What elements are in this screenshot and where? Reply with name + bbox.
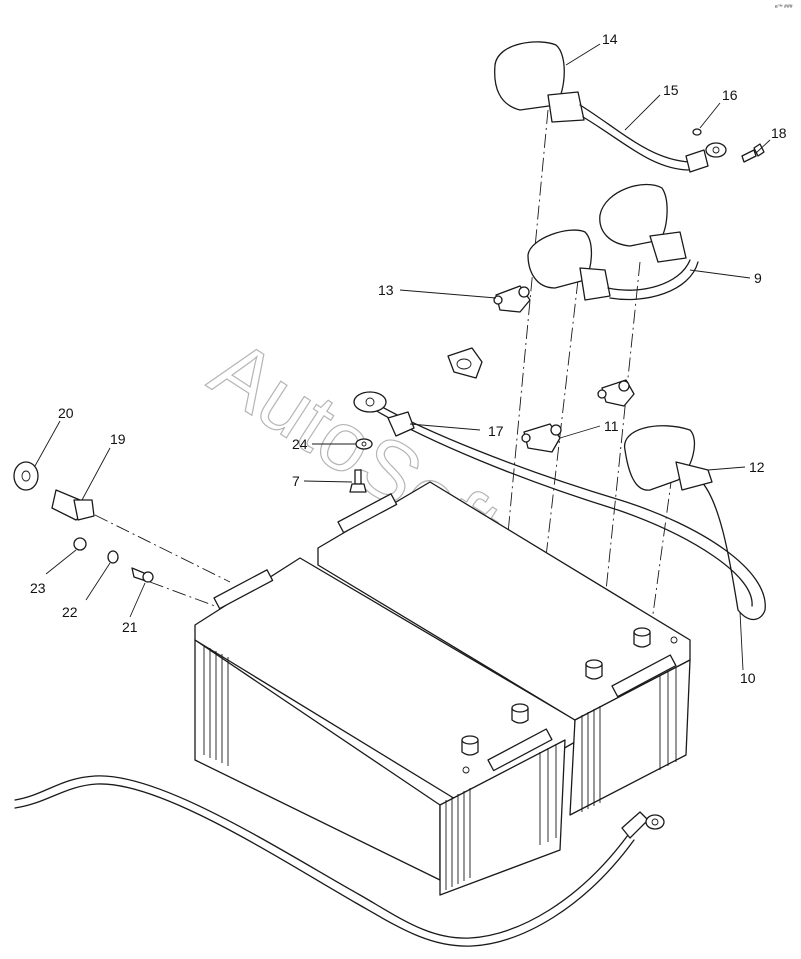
- cable-assembly-15: [494, 41, 765, 173]
- leader-lines: [34, 43, 771, 671]
- cable-assembly-9: [527, 183, 699, 301]
- terminal-clamp: [597, 379, 635, 407]
- callout-7: 7: [292, 473, 300, 489]
- bolt-19: [51, 489, 95, 521]
- callout-20: 20: [58, 405, 74, 421]
- washer-24: [355, 438, 373, 450]
- callout-13: 13: [378, 282, 394, 298]
- callout-19: 19: [110, 431, 126, 447]
- callout-labels: 14 15 16 18 9 13 11 17 12 10 24 7 20 19 …: [30, 31, 787, 686]
- callout-14: 14: [602, 31, 618, 47]
- battery-left: [194, 557, 576, 896]
- battery-right: [317, 481, 691, 816]
- callout-24: 24: [292, 436, 308, 452]
- terminal-post: [511, 703, 529, 724]
- terminal-post: [461, 735, 479, 756]
- washer-20: [13, 461, 39, 491]
- ground-cable: [14, 775, 665, 947]
- corner-mark: e™ ###: [775, 4, 793, 10]
- callout-11: 11: [604, 418, 619, 434]
- terminal-clamp-13: [493, 285, 531, 313]
- callout-12: 12: [749, 459, 765, 475]
- cable-assembly-10: [353, 391, 766, 621]
- terminal-clamp: [447, 347, 483, 379]
- callout-10: 10: [740, 670, 756, 686]
- callout-16: 16: [722, 87, 738, 103]
- screw-21: [131, 567, 154, 583]
- terminal-post: [633, 627, 651, 648]
- washer-22: [107, 550, 119, 564]
- callout-17: 17: [488, 423, 504, 439]
- callout-15: 15: [663, 82, 679, 98]
- callout-9: 9: [754, 270, 762, 286]
- terminal-clamp-11: [521, 423, 562, 453]
- nut-23: [73, 537, 87, 551]
- bolt-7: [349, 469, 367, 493]
- terminal-post: [585, 659, 603, 680]
- callout-23: 23: [30, 580, 46, 596]
- callout-18: 18: [771, 125, 787, 141]
- callout-21: 21: [122, 619, 138, 635]
- callout-22: 22: [62, 604, 78, 620]
